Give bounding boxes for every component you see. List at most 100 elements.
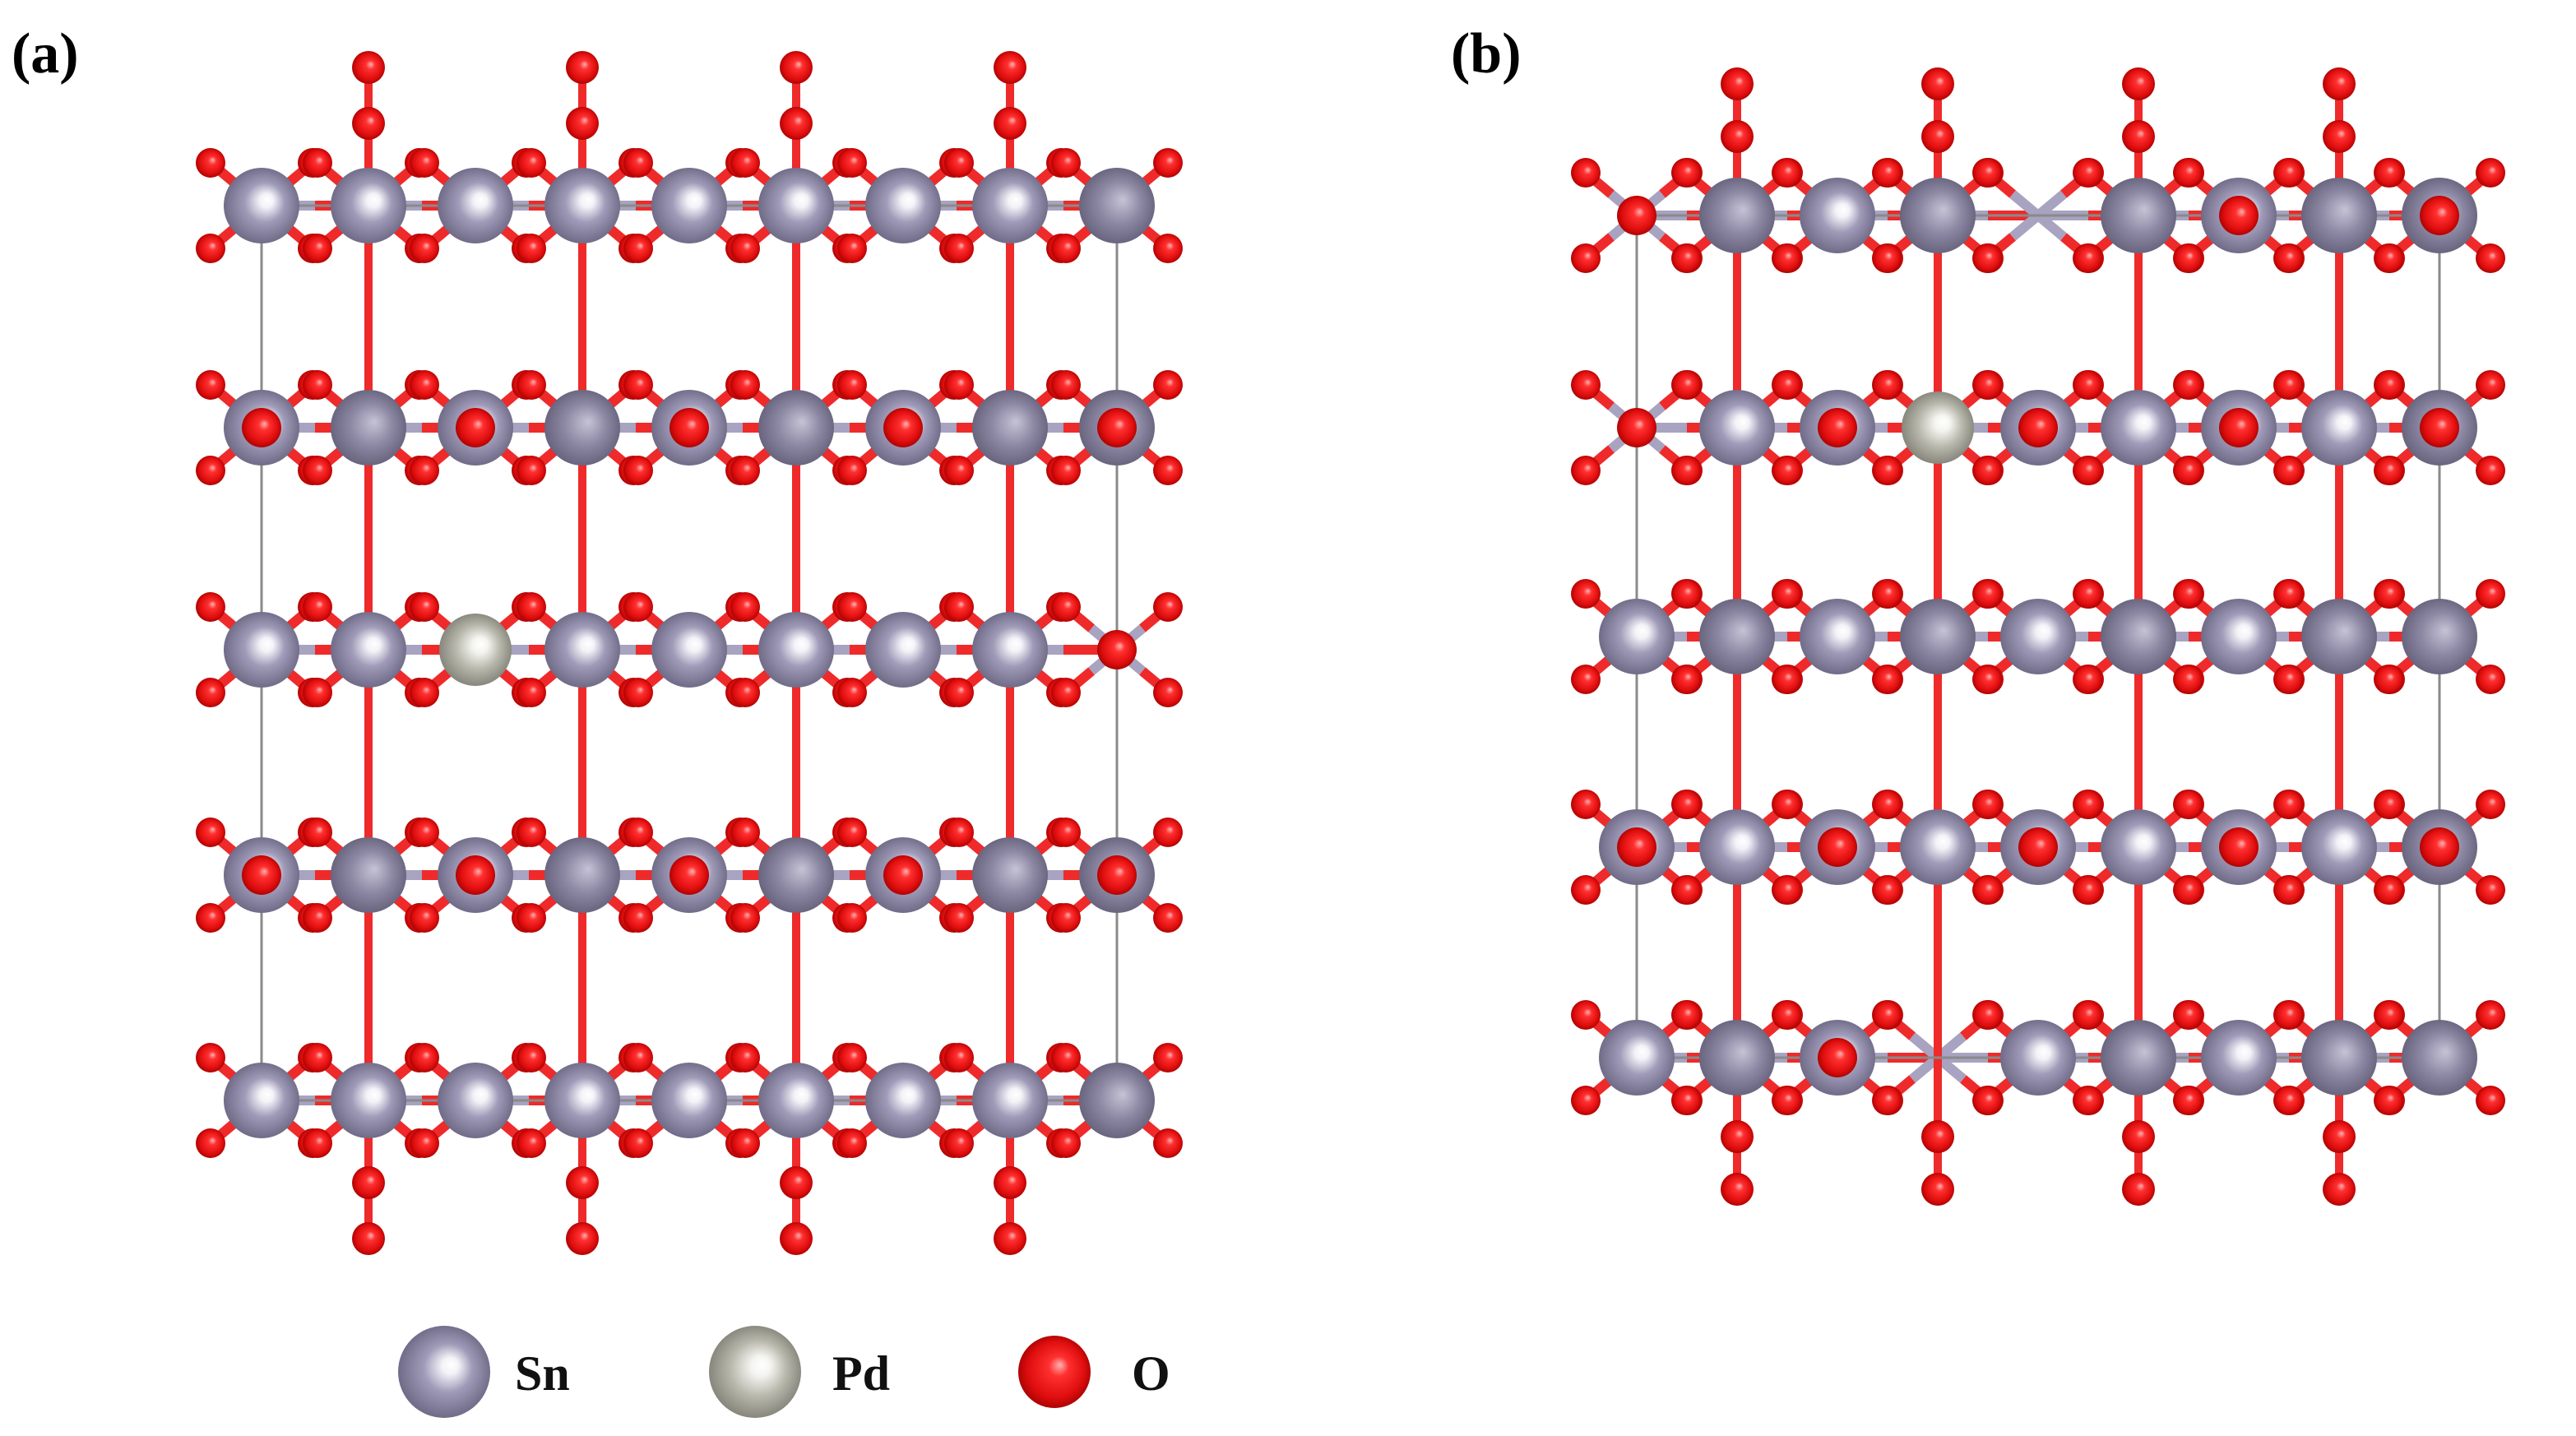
o-atom	[352, 1222, 385, 1255]
o-atom	[2374, 665, 2403, 694]
o-atom	[1153, 370, 1183, 400]
sn-o-bond	[1934, 1054, 1967, 1083]
o-atom	[623, 678, 653, 707]
o-atom	[1772, 370, 1801, 400]
o-atom	[410, 1128, 439, 1158]
sn-atom	[2101, 1020, 2176, 1096]
panel-a-label: (a)	[12, 22, 79, 86]
sn-o-bond	[1934, 1032, 1967, 1062]
o-atom	[1571, 158, 1601, 188]
o-atom	[196, 1128, 225, 1158]
o-atom	[517, 148, 546, 178]
o-atom	[1872, 456, 1902, 485]
o-atom	[2073, 456, 2102, 485]
o-atom	[883, 408, 923, 447]
panel-b-label: (b)	[1451, 22, 1522, 86]
o-atom	[456, 408, 495, 447]
o-atom	[2173, 665, 2203, 694]
o-atom	[1571, 1086, 1601, 1115]
o-atom	[2073, 875, 2102, 905]
sn-atom	[1699, 390, 1775, 466]
o-atom	[2173, 790, 2203, 819]
o-atom	[994, 107, 1026, 140]
sn-atom	[1800, 599, 1875, 674]
o-atom	[2476, 875, 2505, 905]
sn-atom	[224, 168, 299, 243]
o-atom	[2374, 370, 2403, 400]
o-atom	[1872, 158, 1902, 188]
o-atom	[1972, 790, 2002, 819]
o-atom	[1571, 370, 1601, 400]
o-atom	[242, 408, 281, 447]
o-atom	[837, 818, 867, 847]
o-atom	[456, 855, 495, 895]
o-atom	[2122, 120, 2155, 153]
element-legend: Sn Pd O	[398, 1326, 1170, 1418]
o-atom	[196, 370, 225, 400]
o-atom	[517, 592, 546, 622]
o-atom	[1818, 1038, 1857, 1077]
sn-atom	[972, 1063, 1048, 1138]
o-atom	[2173, 579, 2203, 609]
o-atom	[410, 1043, 439, 1072]
o-atom	[944, 234, 974, 263]
o-atom	[1153, 234, 1183, 263]
o-atom	[2374, 158, 2403, 188]
o-atom	[196, 1043, 225, 1072]
o-atom	[196, 456, 225, 485]
sn-atom	[758, 612, 834, 688]
o-atom	[2323, 67, 2356, 100]
o-atom	[1153, 592, 1183, 622]
o-atom	[1153, 148, 1183, 178]
sn-atom	[972, 390, 1048, 466]
o-atom	[2173, 370, 2203, 400]
sn-atom	[544, 168, 620, 243]
o-atom	[517, 818, 546, 847]
sn-o-bond	[2009, 190, 2041, 220]
o-atom	[1872, 243, 1902, 273]
sn-atom	[1800, 178, 1875, 253]
o-atom	[566, 107, 599, 140]
o-atom	[623, 818, 653, 847]
sn-atom	[1900, 178, 1976, 253]
o-atom	[944, 1128, 974, 1158]
o-atom	[303, 234, 332, 263]
o-atom	[1972, 158, 2002, 188]
sn-atom	[1699, 178, 1775, 253]
o-atom	[2173, 875, 2203, 905]
o-atom	[1721, 1173, 1754, 1206]
o-atom	[1872, 579, 1902, 609]
o-atom	[1721, 67, 1754, 100]
o-atom	[2273, 370, 2303, 400]
o-atom	[303, 818, 332, 847]
legend-item-pd: Pd	[709, 1326, 890, 1418]
o-atom	[780, 1166, 813, 1199]
o-atom	[410, 678, 439, 707]
sn-atom	[1900, 809, 1976, 885]
sn-atom	[544, 1063, 620, 1138]
o-atom	[944, 148, 974, 178]
pd-atom	[1902, 391, 1974, 464]
o-atom	[2374, 456, 2403, 485]
sn-atom	[2301, 178, 2377, 253]
o-atom	[1051, 818, 1081, 847]
o-atom	[410, 456, 439, 485]
o-atom	[2273, 875, 2303, 905]
o-atom	[944, 818, 974, 847]
sn-atom	[865, 612, 941, 688]
o-atom	[2476, 1000, 2505, 1030]
o-atom	[1051, 456, 1081, 485]
o-atom	[1671, 790, 1701, 819]
o-atom	[1972, 1086, 2002, 1115]
o-atom	[1671, 370, 1701, 400]
o-atom	[1772, 875, 1801, 905]
sn-atom	[1599, 599, 1675, 674]
oxygen-atom-layer	[1571, 67, 2505, 1206]
o-atom	[1051, 903, 1081, 933]
sn-atom	[1699, 809, 1775, 885]
o-atom	[2374, 790, 2403, 819]
o-atom	[566, 1222, 599, 1255]
o-atom	[1571, 790, 1601, 819]
o-atom	[1772, 243, 1801, 273]
o-atom	[730, 1128, 760, 1158]
